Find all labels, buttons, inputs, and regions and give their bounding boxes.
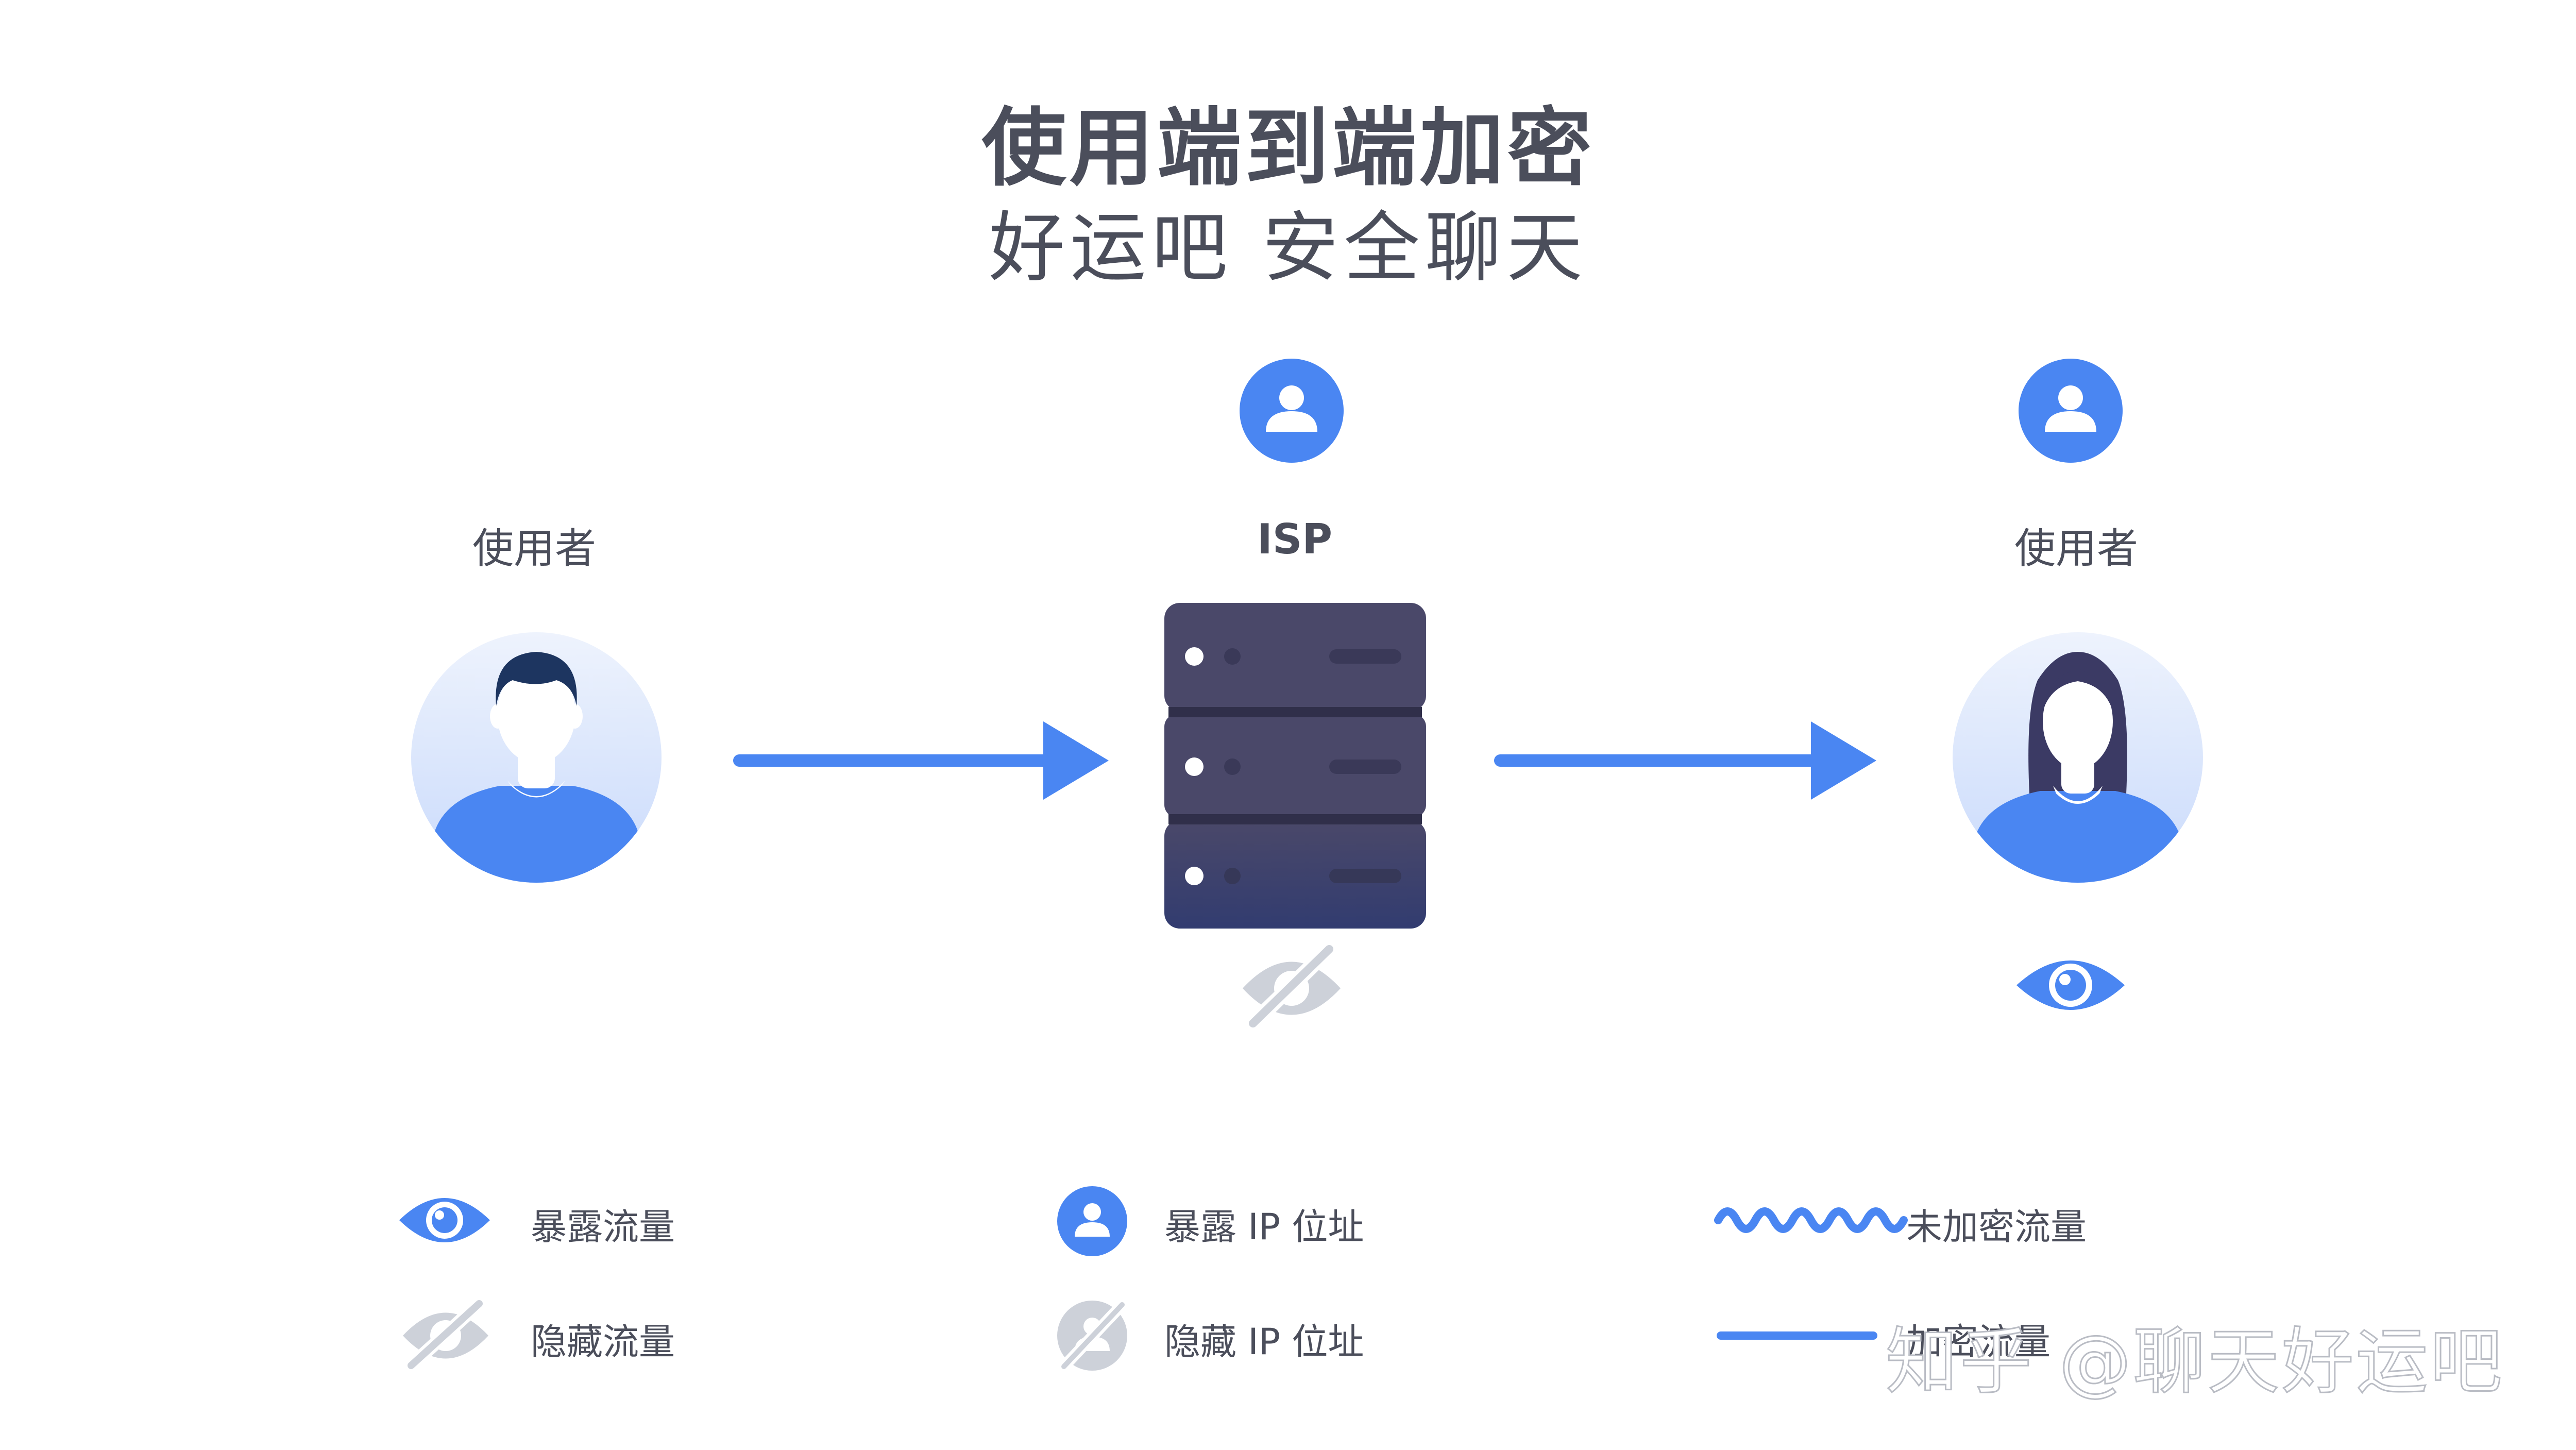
isp-exposed-ip-icon bbox=[1240, 359, 1344, 463]
legend-exposed-traffic-icon bbox=[399, 1198, 490, 1242]
receiver-exposed-ip-icon bbox=[2019, 359, 2123, 463]
legend-hidden-ip-label: 隐藏 IP 位址 bbox=[1164, 1321, 1364, 1363]
legend-encrypted-traffic-label: 加密流量 bbox=[1906, 1321, 2050, 1363]
legend-unencrypted-traffic-label: 未加密流量 bbox=[1906, 1206, 2087, 1248]
legend-exposed-ip-label: 暴露 IP 位址 bbox=[1164, 1206, 1364, 1248]
legend-unencrypted-wave-icon bbox=[1714, 1207, 1908, 1233]
receiver-label: 使用者 bbox=[2014, 525, 2138, 572]
isp-to-receiver-arrow bbox=[1494, 721, 1876, 800]
isp-server bbox=[1164, 603, 1426, 929]
legend-hidden-ip-icon bbox=[1057, 1299, 1128, 1372]
legend-hidden-traffic-label: 隐藏流量 bbox=[531, 1321, 675, 1363]
receiver-avatar bbox=[1953, 632, 2203, 883]
sender-to-isp-arrow bbox=[733, 721, 1109, 800]
legend-hidden-traffic-icon bbox=[403, 1297, 488, 1372]
isp-label: ISP bbox=[1257, 515, 1332, 563]
legend-exposed-ip-icon bbox=[1057, 1186, 1127, 1256]
watermark: 知乎 @聊天好运吧 bbox=[1885, 1320, 2504, 1405]
legend-exposed-traffic-label: 暴露流量 bbox=[531, 1206, 675, 1248]
sender-label: 使用者 bbox=[472, 525, 596, 572]
receiver-exposed-traffic-icon bbox=[2016, 960, 2125, 1010]
diagram-subtitle: 好运吧 安全聊天 bbox=[988, 204, 1588, 292]
sender-avatar bbox=[411, 632, 662, 883]
diagram-title: 使用端到端加密 bbox=[981, 99, 1595, 197]
isp-hidden-traffic-icon bbox=[1243, 941, 1341, 1031]
